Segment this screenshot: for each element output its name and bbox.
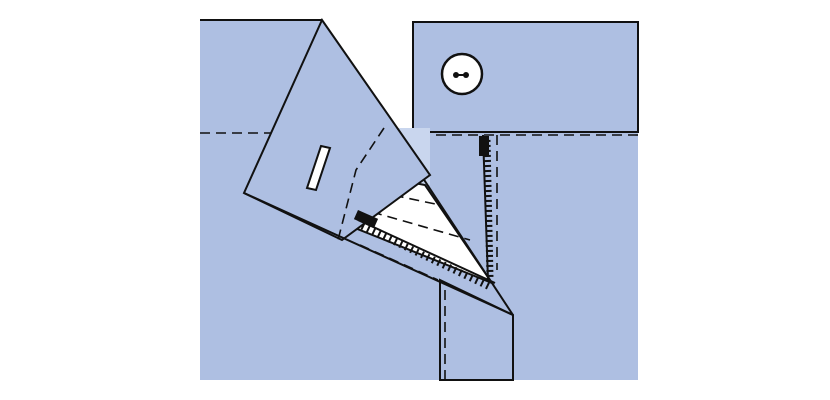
buttonhole-icon xyxy=(305,144,332,192)
button-icon xyxy=(440,52,484,96)
fly-flap-stitching xyxy=(337,127,385,241)
facing-stitch-line-2 xyxy=(371,211,471,241)
fly-flap xyxy=(242,17,432,242)
facing-stitch-line-1 xyxy=(377,191,441,206)
fly-opening-hem xyxy=(243,192,514,316)
right-zipper xyxy=(479,134,494,281)
zipper-icon xyxy=(353,209,496,291)
